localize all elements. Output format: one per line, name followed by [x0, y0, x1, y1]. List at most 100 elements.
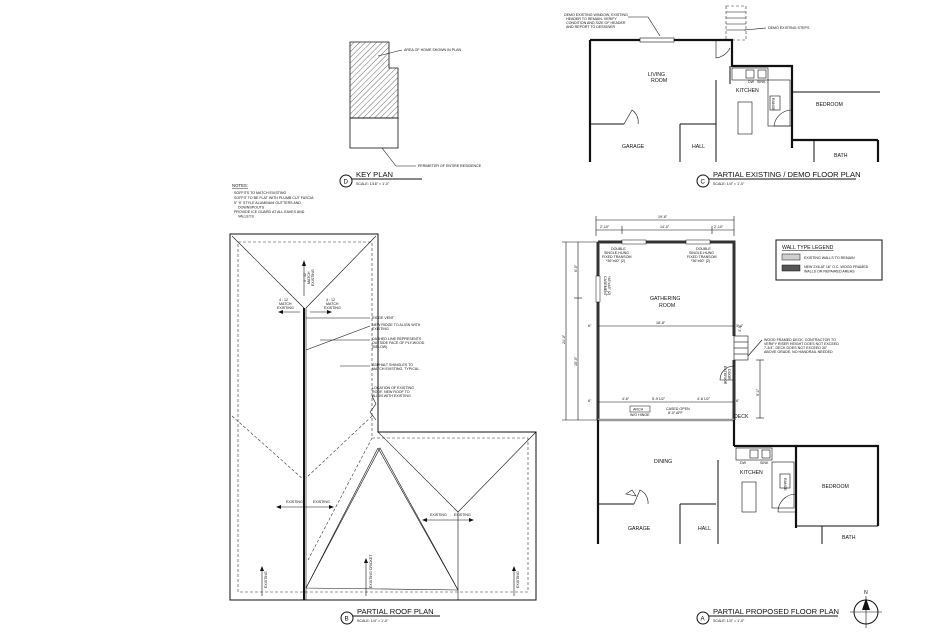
existing-label-4: EXISTING	[454, 513, 471, 517]
legend-new-label-2: WALLS OR REPAIRED AREAS	[804, 270, 855, 274]
dim-total: 19'-8"	[658, 215, 668, 219]
win-left-4: *36"x60" (2)	[606, 259, 625, 263]
pitch-right-2: MATCH	[326, 302, 339, 306]
roof-plan: 4 : 12 MATCH EXISTING 4 : 12 MATCH EXIST…	[229, 233, 537, 625]
callout-dashed-2: OUTSIDE FACE OF PLY-WOOD	[372, 341, 425, 345]
proposed-plan-title: PARTIAL PROPOSED FLOOR PLAN	[713, 607, 839, 616]
existing-cricket-label: EXISTING CRICKET	[369, 554, 373, 588]
demo-steps-callout: DEMO EXISTING STEPS	[768, 26, 810, 30]
existing-label-2: EXISTING	[313, 500, 330, 504]
north-label: N	[864, 590, 868, 596]
deck-label: DECK	[734, 414, 749, 420]
proposed-sink-label: SINK	[760, 461, 769, 465]
legend-new-swatch	[781, 264, 801, 272]
proposed-floor-plan: 19'-8" 2'-10" 14'-0" 2'-10" 21'-0" 6'-0"…	[562, 215, 880, 625]
pitch-top-1: 4 : 12	[303, 273, 307, 282]
dim-bot-c: 4'-8 1/2"	[697, 397, 711, 401]
north-arrow-icon	[862, 598, 870, 610]
demo-window-callout-2: HEADER TO REMAIN. VERIFY	[566, 17, 617, 21]
win-left-3: FIXED TRANSOM	[602, 255, 632, 259]
key-plan-title: KEY PLAN	[356, 170, 393, 179]
notes-block: NOTES: SOFFITS TO MATCH EXISTING SOFFIT …	[232, 183, 314, 219]
deck-note-4: ABOVE GRADE, NO HANDRAIL NEEDED	[764, 350, 833, 354]
roof-plan-tag: B	[345, 616, 349, 623]
roof-plan-scale: SCALE: 1/4" = 1'-0"	[357, 619, 389, 623]
demo-plan-scale: SCALE: 1/4" = 1'-0"	[713, 182, 745, 186]
arch-label-1: ARCH	[633, 408, 644, 412]
key-plan-tag-circle	[339, 174, 353, 188]
callout-location-1: LOCATION OF EXISTING	[372, 386, 414, 390]
dim-bot-b: 5'-9 1/2"	[652, 397, 666, 401]
win-side-1: CASEMENT	[603, 276, 607, 297]
dim-6b: 6"	[588, 399, 592, 403]
dim-stair-b: 3'-0"	[738, 324, 742, 332]
legend-title: WALL TYPE LEGEND	[782, 245, 834, 251]
note-6: VALLEYS	[238, 215, 254, 219]
pitch-left-3: EXISTING	[277, 306, 294, 310]
dim-6c: 6"	[736, 399, 740, 403]
cased-label-1: CASED OPEN	[666, 407, 690, 411]
note-3: 5" 'K' STYLE ALUMINUM GUTTERS AND	[234, 201, 301, 205]
existing-label-5: EXISTING	[264, 571, 268, 588]
existing-label-3: EXISTING	[430, 513, 447, 517]
cased-label-2: 8'-0" AFF	[668, 411, 684, 415]
callout-asphalt-2: MATCH EXISTING, TYPICAL	[372, 367, 419, 371]
note-5: PROVIDE ICE GUARD AT ALL EAVES AND	[234, 210, 305, 214]
win-right-3: FIXED TRANSOM	[687, 255, 717, 259]
demo-living-label: LIVING	[648, 72, 665, 78]
callout-dashed-3: (BELOW)	[372, 345, 387, 349]
notes-heading: NOTES:	[232, 183, 248, 188]
callout-new-ridge-2: EXISTING	[372, 327, 389, 331]
arch-label-2: W/O HINGE	[630, 413, 650, 417]
door-side-2: DOOR	[727, 369, 731, 380]
deck-note-3: 7-3/4". DECK DOES NOT EXCEED 30"	[764, 346, 828, 350]
dim-left: 2'-10"	[600, 225, 610, 229]
note-1: SOFFITS TO MATCH EXISTING	[234, 191, 287, 195]
key-plan-perimeter-callout: PERIMETER OF ENTIRE RESIDENCE	[418, 164, 482, 168]
demo-garage-label: GARAGE	[622, 144, 645, 150]
dim-side-b: 15'-0"	[574, 356, 578, 366]
demo-kitchen-label: KITCHEN	[736, 88, 759, 94]
win-right-1: DOUBLE	[696, 247, 711, 251]
pitch-right-1: 4 : 12	[326, 298, 335, 302]
pitch-right-3: EXISTING	[324, 306, 341, 310]
key-plan-scale: SCALE: 1/16" = 1'-0"	[356, 182, 390, 186]
dim-right: 2'-10"	[714, 225, 724, 229]
proposed-plan-tag: A	[701, 616, 706, 623]
dim-side-a: 6'-0"	[574, 264, 578, 272]
dim-stair-a: 3'-4"	[736, 324, 744, 328]
legend-existing-label: EXISTING WALLS TO REMAIN	[804, 256, 855, 260]
gathering-label: GATHERING	[650, 296, 680, 302]
demo-dw-label: DW	[748, 80, 755, 84]
dim-mid: 14'-0"	[660, 225, 670, 229]
demo-window-callout-3: CONDITION AND SIZE OF HEADER	[566, 21, 626, 25]
proposed-plan-scale: SCALE: 1/4" = 1'-0"	[713, 619, 745, 623]
dining-label: DINING	[654, 459, 672, 465]
callout-location-3: ALIGN WITH EXISTING	[372, 394, 411, 398]
existing-label-6: EXISTING	[516, 571, 520, 588]
dim-inner: 18'-8"	[656, 321, 666, 325]
roof-plan-title: PARTIAL ROOF PLAN	[357, 607, 434, 616]
proposed-kitchen-label: KITCHEN	[740, 470, 763, 476]
demo-window-callout-4: AND REPORT TO DESIGNER	[566, 25, 615, 29]
proposed-hall-label: HALL	[698, 526, 711, 532]
legend-new-label-1: NEW 2X6 AT 16" O.C. WOOD FRAMED	[804, 265, 869, 269]
win-left-1: DOUBLE	[611, 247, 626, 251]
pitch-top-3: EXISTING	[311, 269, 315, 286]
key-plan-area-callout: AREA OF HOME SHOWN IN PLAN	[404, 48, 462, 52]
door-side-1: EXTERIOR	[723, 366, 727, 385]
demo-window-callout-1: DEMO EXISTING WINDOW, EXISTING	[564, 13, 628, 17]
deck-note-2: VERIFY RISER HEIGHT DOES NOT EXCEED	[764, 342, 839, 346]
callout-dashed-1: DASHED LINE REPRESENTS	[372, 337, 422, 341]
demo-range-label: RANGE	[771, 98, 775, 111]
proposed-bedroom-label: BEDROOM	[822, 484, 849, 490]
callout-location-2: ROOF. NEW ROOF TO	[372, 390, 410, 394]
north-arrow: N	[850, 590, 882, 628]
demo-bedroom-label: BEDROOM	[816, 102, 843, 108]
win-right-4: *36"x60" (2)	[691, 259, 710, 263]
demo-bath-label: BATH	[834, 153, 848, 159]
deck-note-1: WOOD FRAMED DECK. CONTRACTOR TO	[764, 338, 836, 342]
demo-hall-label: HALL	[692, 144, 705, 150]
callout-asphalt-1: ASPHALT SHINGLES TO	[372, 363, 413, 367]
